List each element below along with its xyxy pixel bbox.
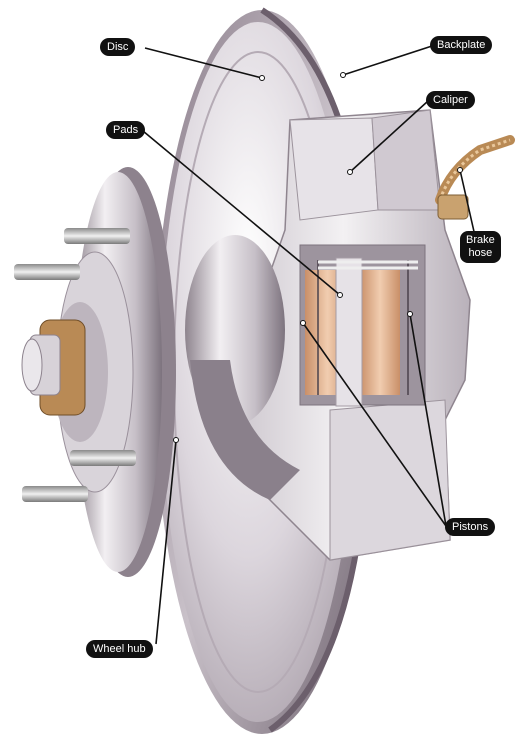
label-wheel-hub: Wheel hub <box>86 640 153 658</box>
label-backplate: Backplate <box>430 36 493 54</box>
label-caliper: Caliper <box>426 91 475 109</box>
leader-dots <box>173 72 463 443</box>
brake-hose <box>435 135 515 220</box>
label-disc: Disc <box>100 38 136 56</box>
wheel-hub-flange <box>21 167 176 577</box>
hub-body <box>185 235 300 500</box>
pad-pin-retainer <box>335 257 363 407</box>
label-brake-hose-line2: hose <box>468 247 493 259</box>
label-brake-hose: Brake hose <box>460 231 501 263</box>
label-pistons: Pistons <box>445 518 496 536</box>
label-brake-hose-line1: Brake <box>466 234 495 246</box>
brake-pad-right <box>360 270 400 395</box>
caliper <box>239 109 471 561</box>
leader-lines <box>142 45 476 645</box>
wheel-studs <box>14 228 136 502</box>
label-pads: Pads <box>106 121 146 139</box>
